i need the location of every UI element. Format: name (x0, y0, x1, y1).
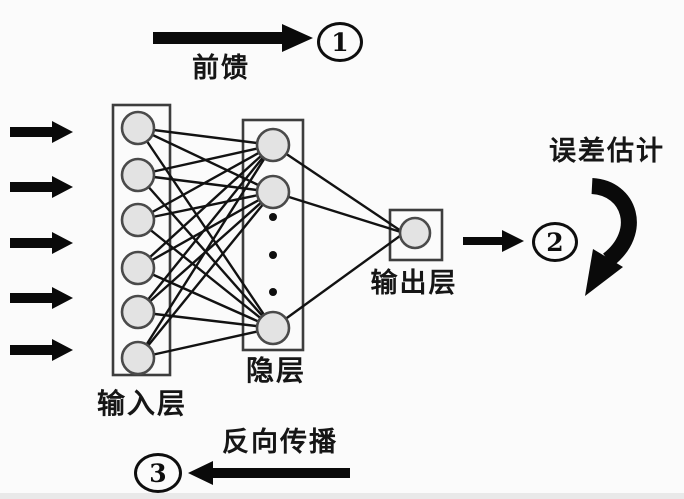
output-layer-label: 输出层 (370, 268, 458, 298)
hidden-output-connections (272, 144, 405, 329)
step-3-number: 3 (149, 458, 167, 488)
step-2-number: 2 (546, 227, 564, 257)
neuron-node (255, 174, 291, 210)
hidden-layer-box (241, 118, 305, 352)
backpropagation-arrow-icon (188, 461, 350, 485)
input-arrows-group (10, 121, 73, 361)
ellipsis-dot (269, 213, 277, 221)
neuron-node (255, 310, 291, 346)
feedforward-arrow-icon (153, 24, 313, 52)
bottom-edge-strip (0, 493, 684, 499)
error-estimation-label: 误差估计 (549, 136, 665, 166)
step-1-number: 1 (331, 27, 349, 57)
connection-line (137, 143, 274, 177)
feedforward-label: 前馈 (192, 53, 250, 83)
output-arrow-icon (463, 230, 524, 252)
hidden-layer-label: 隐层 (245, 355, 307, 386)
ellipsis-dot (269, 288, 277, 296)
connection-line (272, 144, 405, 234)
step-3-badge: 3 (134, 453, 182, 493)
neuron-node (120, 157, 156, 193)
input-arrow-icon (10, 287, 73, 309)
input-arrow-icon (10, 176, 73, 198)
input-layer-label: 输入层 (96, 388, 188, 419)
neuron-node (120, 294, 156, 330)
connection-line (137, 326, 274, 360)
hidden-layer-nodes (255, 127, 291, 346)
neuron-node (120, 110, 156, 146)
connection-line (137, 266, 274, 330)
connection-line (136, 144, 275, 359)
backpropagation-label: 反向传播 (222, 427, 338, 457)
neuron-node (120, 250, 156, 286)
neuron-node (120, 340, 156, 376)
input-arrow-icon (10, 232, 73, 254)
connection-line (137, 144, 274, 269)
connection-line (137, 191, 274, 359)
connection-line (137, 126, 274, 147)
connection-line (137, 310, 274, 330)
output-layer-box (388, 208, 444, 262)
output-neuron-node (398, 216, 432, 250)
input-arrow-icon (10, 121, 73, 143)
connection-line (272, 232, 405, 329)
connection-line (272, 190, 405, 235)
ellipsis-dot (269, 251, 277, 259)
connection-line (137, 144, 274, 313)
neuron-node (255, 127, 291, 163)
step-1-badge: 1 (317, 22, 363, 62)
step-2-badge: 2 (532, 222, 578, 262)
input-arrow-icon (10, 339, 73, 361)
input-hidden-connections (136, 126, 275, 360)
input-layer-nodes (120, 110, 156, 376)
neuron-node (120, 202, 156, 238)
connection-line (137, 143, 274, 222)
error-loop-arrow-icon (585, 178, 637, 296)
